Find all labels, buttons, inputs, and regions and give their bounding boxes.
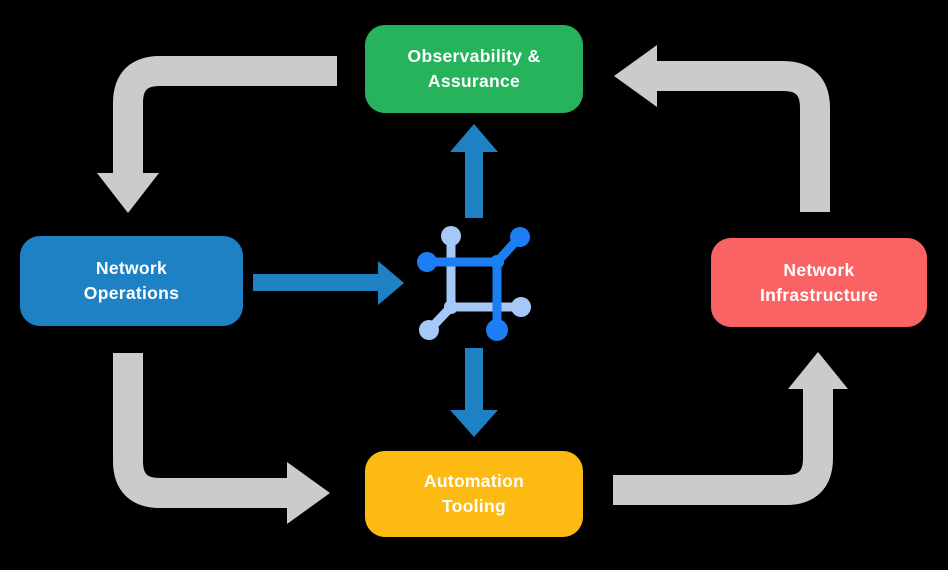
arrow-center-to-automation: [450, 348, 498, 437]
arrow-head-down-icon: [97, 173, 159, 213]
icon-node-left: [417, 252, 437, 272]
node-network-operations: Network Operations: [20, 236, 243, 326]
arrow-infrastructure-to-observability: [614, 45, 830, 212]
arrow-automation-to-infrastructure: [613, 352, 848, 505]
icon-node-top: [441, 226, 461, 246]
arrow-head-right-icon: [287, 462, 330, 524]
node-label-line: Network: [95, 258, 168, 278]
arrow-shaft: [113, 353, 288, 508]
arrow-observability-to-operations: [97, 56, 337, 213]
node-observability-assurance: Observability & Assurance: [365, 25, 583, 113]
arrow-shaft: [613, 388, 833, 505]
arrow-operations-to-center: [253, 261, 404, 305]
node-label-line: Operations: [83, 283, 180, 303]
arrow-center-to-observability: [450, 124, 498, 218]
icon-node-bottom-left: [419, 320, 439, 340]
node-label-line: Network: [783, 259, 855, 280]
node-automation-tooling: Automation Tooling: [365, 451, 583, 537]
arrow-head-up-icon: [788, 352, 848, 389]
network-mesh-icon: [417, 226, 531, 341]
node-label-line: Observability &: [407, 46, 541, 66]
node-network-infrastructure: Network Infrastructure: [711, 238, 927, 327]
icon-node-top-right: [510, 227, 530, 247]
node-label-line: Tooling: [442, 496, 506, 516]
arrow-operations-to-automation: [113, 353, 330, 524]
arrow-shaft: [113, 56, 337, 174]
node-label-line: Automation: [423, 471, 525, 491]
icon-node-bottom: [486, 319, 508, 341]
icon-junction-node: [444, 300, 458, 314]
arrow-head-left-icon: [614, 45, 657, 107]
node-label-line: Infrastructure: [760, 284, 878, 305]
node-label-line: Assurance: [427, 71, 521, 91]
arrow-shaft: [657, 61, 830, 212]
icon-junction-node: [490, 255, 504, 269]
icon-node-right: [511, 297, 531, 317]
network-mesh-icon-dark-part: [417, 227, 530, 341]
